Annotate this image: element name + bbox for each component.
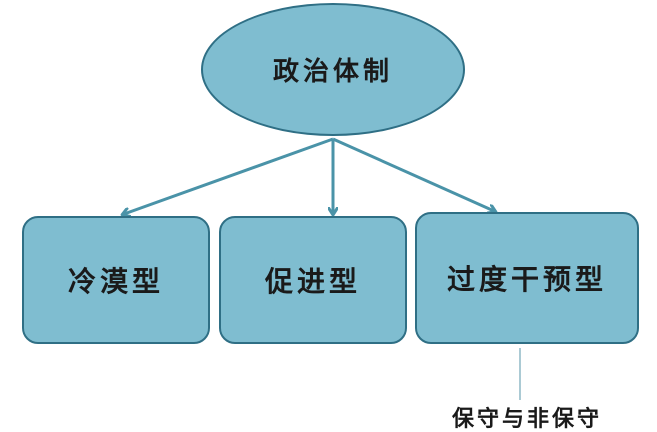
bottom-caption-text: 保守与非保守 [452, 406, 603, 432]
child-node-over-intervention: 过度干预型 [415, 212, 639, 344]
connector-layer [0, 137, 521, 400]
arrow-to-child-2 [332, 137, 494, 211]
root-node-political-system: 政治体制 [201, 3, 465, 136]
child-node-label: 过度干预型 [446, 263, 607, 296]
child-node-indifferent: 冷漠型 [22, 216, 210, 344]
diagram-canvas: 政治体制 冷漠型 促进型 过度干预型 保守与非保守 [0, 3, 639, 430]
root-node-label: 政治体制 [272, 57, 393, 87]
child-node-label: 冷漠型 [67, 265, 164, 298]
arrow-to-child-0 [124, 137, 334, 214]
child-node-promotive: 促进型 [219, 216, 407, 344]
child-node-label: 促进型 [264, 265, 361, 298]
